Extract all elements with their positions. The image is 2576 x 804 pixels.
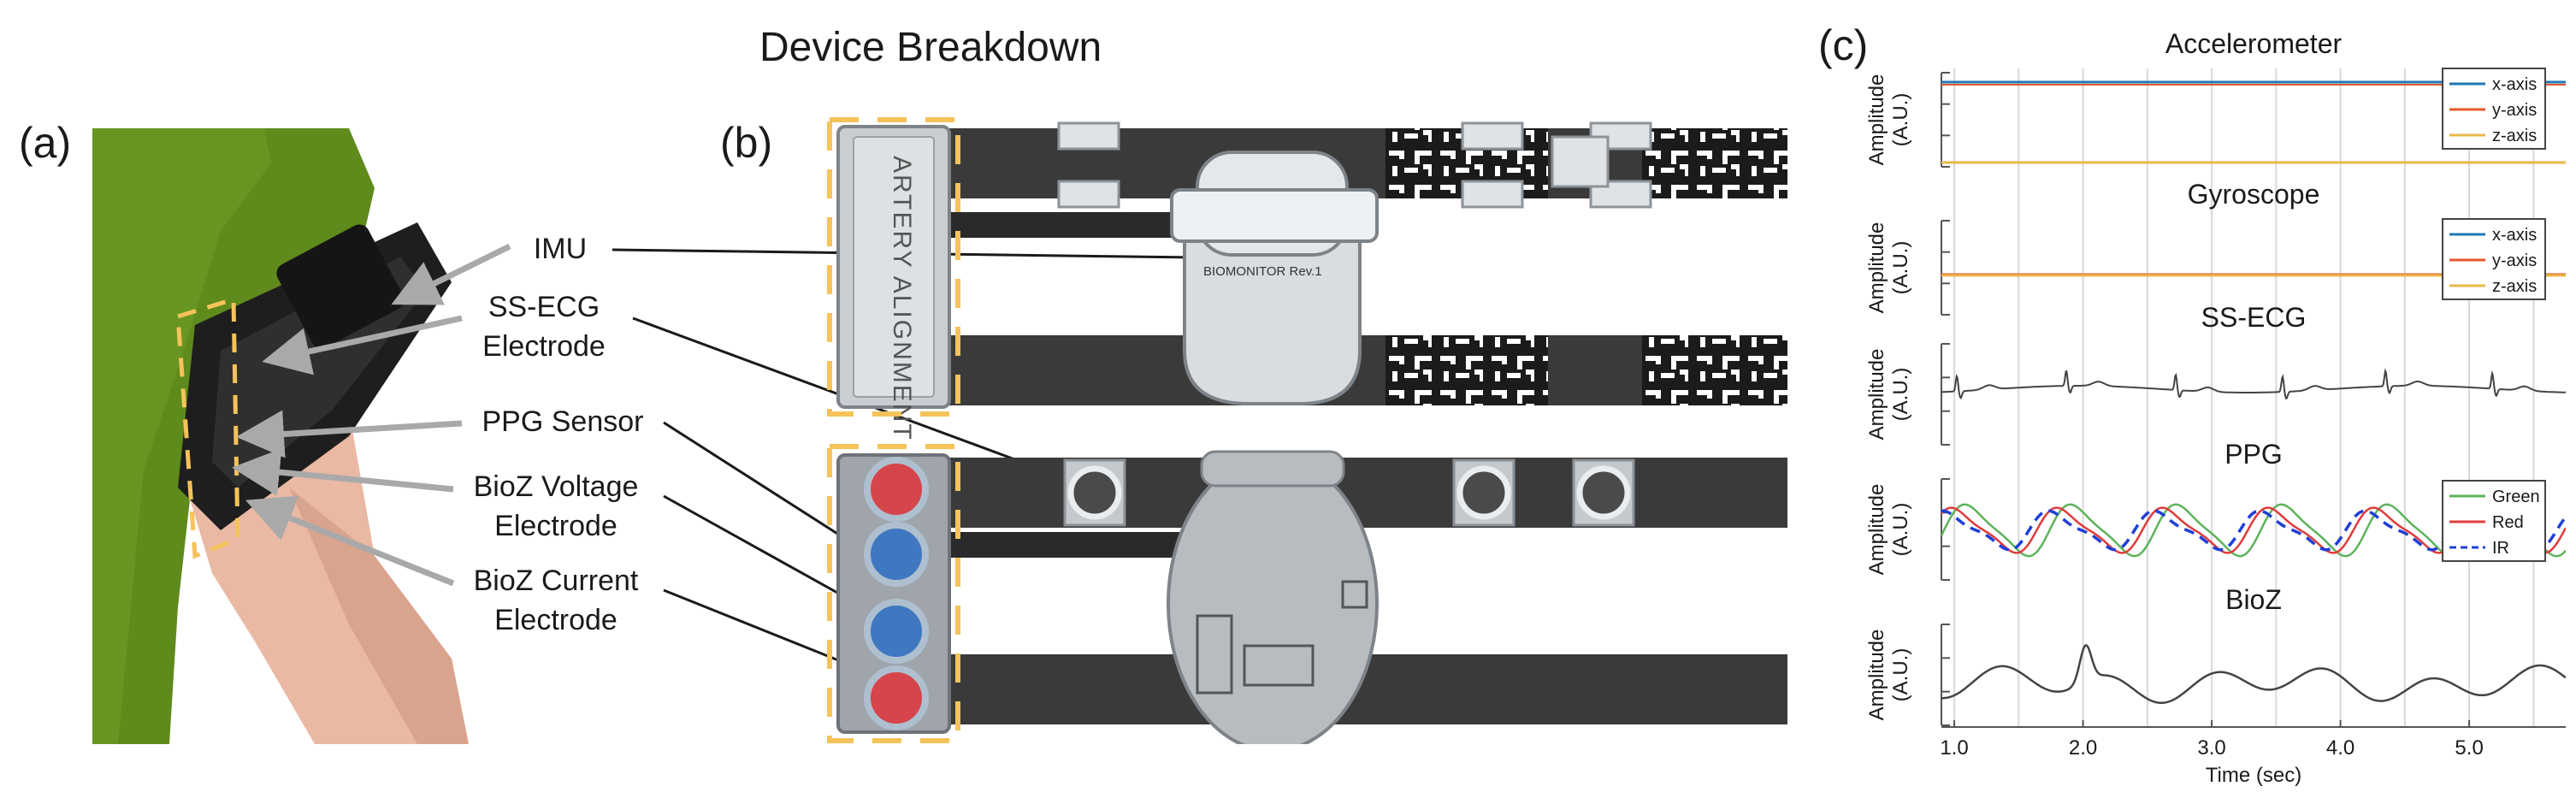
artery-alignment-label: ARTERY ALIGNMENT (888, 156, 916, 441)
label-bioz-voltage-line1: BioZ Voltage (473, 470, 639, 503)
subplot-title: BioZ (2225, 584, 2282, 615)
y-axis-unit: (A.U.) (1889, 368, 1912, 422)
panel-c-label: (c) (1818, 21, 1869, 69)
legend-label: z-axis (2492, 277, 2537, 296)
subplot-title: SS-ECG (2201, 302, 2307, 333)
device-drawing: ARTERY ALIGNMENT BIOMONITOR Rev.1 (827, 117, 1787, 744)
legend-label: Green (2492, 488, 2540, 506)
label-bioz-current-line1: BioZ Current (473, 565, 639, 597)
label-bioz-current-line2: Electrode (494, 604, 617, 636)
legend-label: y-axis (2492, 251, 2537, 270)
label-imu-text: IMU (533, 233, 588, 265)
subplot-title: Gyroscope (2188, 179, 2320, 210)
label-ppg-text: PPG Sensor (482, 405, 644, 438)
x-tick-label: 2.0 (2069, 736, 2097, 760)
x-tick-label: 3.0 (2197, 736, 2225, 760)
subplot-title: PPG (2224, 439, 2283, 470)
legend-label: x-axis (2492, 226, 2537, 245)
y-axis-label: Amplitude (1865, 484, 1888, 576)
y-axis-label: Amplitude (1865, 630, 1888, 721)
y-axis-unit: (A.U.) (1889, 93, 1912, 147)
panel-a-label: (a) (19, 119, 72, 167)
x-tick-label: 5.0 (2455, 736, 2483, 760)
y-axis-unit: (A.U.) (1889, 503, 1912, 557)
y-axis-label: Amplitude (1865, 222, 1888, 314)
x-tick-label: 1.0 (1940, 736, 1968, 760)
photo-pointers (232, 243, 511, 587)
x-axis-label: Time (sec) (2206, 764, 2301, 787)
label-ss-ecg-line2: Electrode (482, 330, 606, 363)
x-tick-label: 4.0 (2326, 736, 2354, 760)
legend-label: IR (2492, 539, 2509, 558)
y-axis-label: Amplitude (1865, 74, 1888, 166)
series-line-ecg (1941, 368, 2566, 400)
label-ppg: PPG Sensor (460, 402, 665, 441)
label-ss-ecg-line1: SS-ECG (487, 291, 600, 323)
biomonitor-label: BIOMONITOR Rev.1 (1203, 264, 1322, 279)
legend-label: Red (2492, 513, 2524, 532)
panel-b-label: (b) (720, 119, 773, 167)
label-ss-ecg: SS-ECG Electrode (458, 287, 629, 366)
series-line-bioz (1941, 644, 2567, 705)
label-imu: IMU (513, 229, 607, 269)
legend-label: x-axis (2492, 75, 2537, 94)
y-axis-unit: (A.U.) (1889, 241, 1912, 295)
label-bioz-voltage-line2: Electrode (494, 510, 617, 542)
subplot-title: Accelerometer (2165, 28, 2343, 59)
y-axis-label: Amplitude (1865, 349, 1888, 440)
legend-label: y-axis (2492, 101, 2537, 120)
sensor-charts-svg: AccelerometerAmplitude(A.U.)GyroscopeAmp… (1865, 28, 2567, 787)
label-bioz-voltage: BioZ Voltage Electrode (453, 467, 659, 546)
legend-label: z-axis (2492, 127, 2537, 145)
label-bioz-current: BioZ Current Electrode (453, 561, 659, 640)
figure-title: Device Breakdown (759, 25, 1102, 70)
y-axis-unit: (A.U.) (1889, 648, 1912, 702)
